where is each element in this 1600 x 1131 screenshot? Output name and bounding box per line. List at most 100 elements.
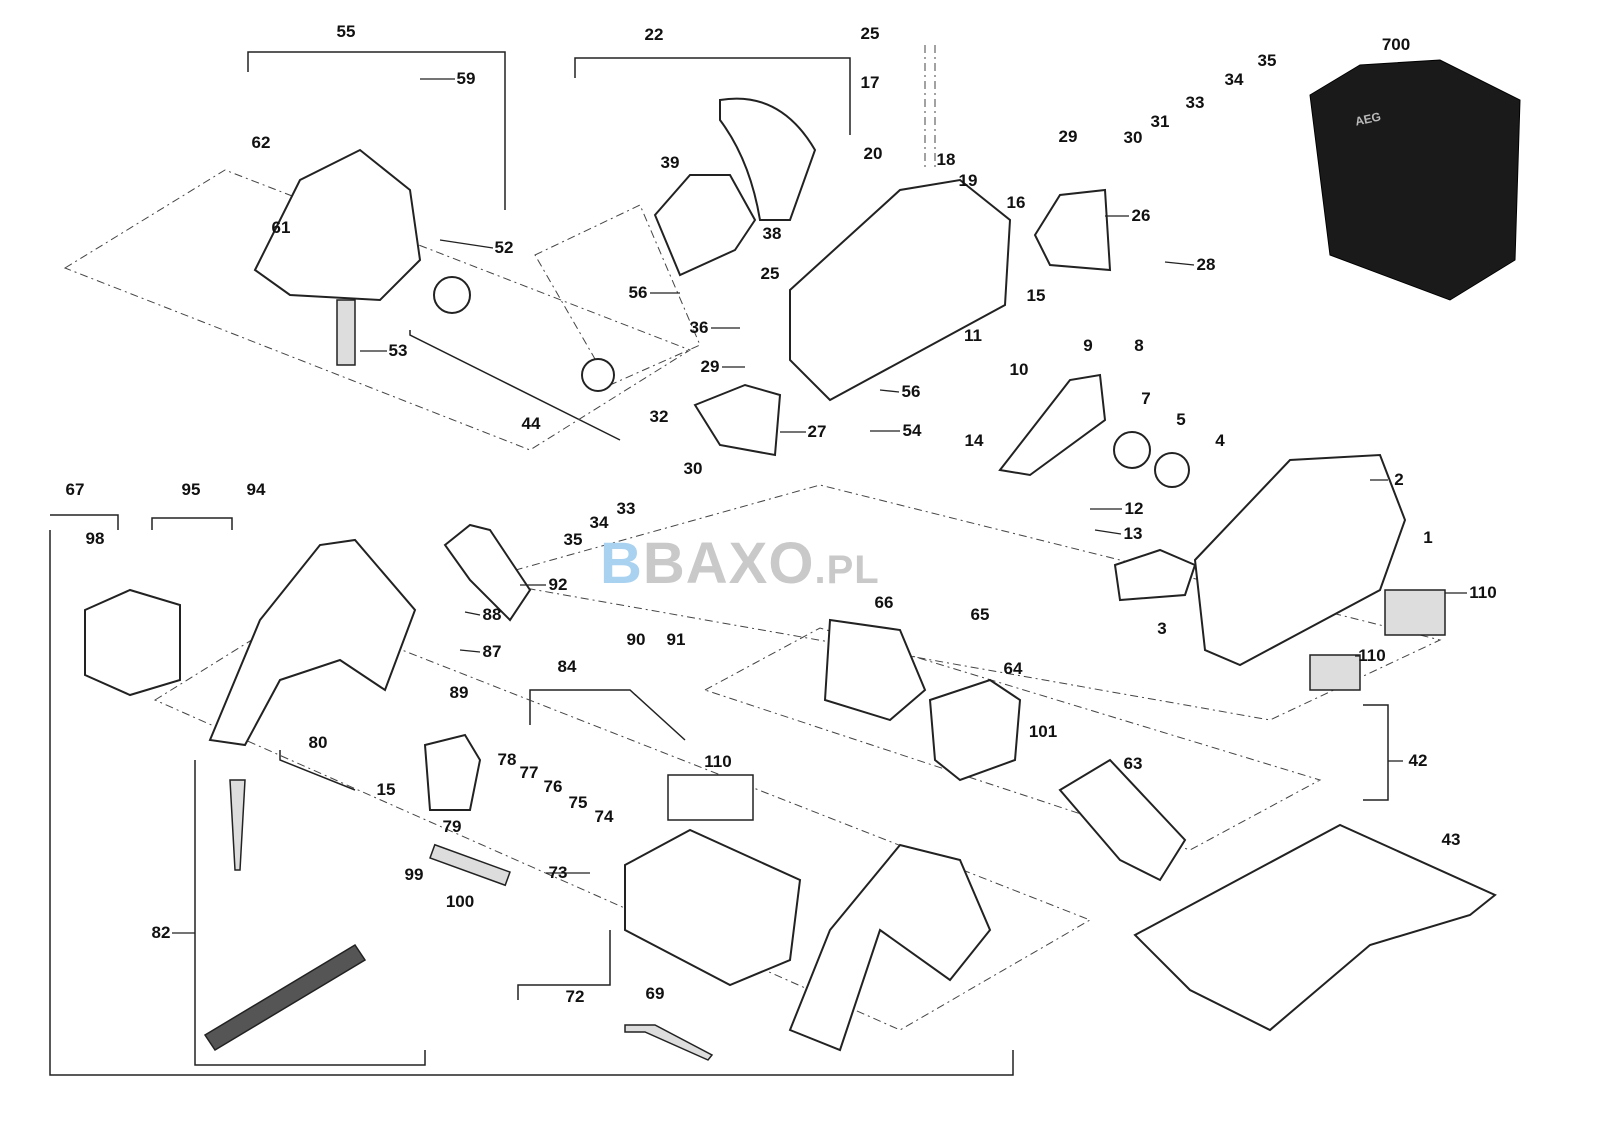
- callout-label: 76: [543, 777, 563, 796]
- part-washer-5: [1154, 452, 1190, 488]
- callout-label: 14: [964, 431, 984, 450]
- part-bearing-holder-64: [928, 678, 1022, 782]
- callout-label: 11: [964, 326, 982, 345]
- callout-label: 87: [482, 642, 502, 661]
- callout-label: 67: [65, 480, 85, 499]
- callout-label: 33: [616, 499, 636, 518]
- callout-label: 36: [689, 318, 709, 337]
- callout-label: 25: [760, 264, 780, 283]
- callout-label: 74: [594, 807, 614, 826]
- callout-label: 7: [1141, 389, 1151, 408]
- bracket-82: [194, 760, 426, 1066]
- callout-label: 77: [519, 763, 539, 782]
- callout-label: 16: [1006, 193, 1026, 212]
- callout-label: 700: [1381, 35, 1411, 54]
- callout-label: 65: [970, 605, 990, 624]
- callout-label: 88: [482, 605, 502, 624]
- callout-label: 63: [1123, 754, 1143, 773]
- dashed-assembly-guard: [534, 204, 701, 386]
- part-fan-cover-67: [84, 588, 181, 697]
- callout-label: 110: [704, 752, 732, 771]
- callout-label: 32: [649, 407, 669, 426]
- bracket-95: [151, 517, 233, 530]
- callout-label: 64: [1003, 659, 1023, 678]
- callout-label: 75: [568, 793, 588, 812]
- callout-label: 27: [807, 422, 827, 441]
- part-bearing: [581, 358, 615, 392]
- part-blade-guard-upper: [789, 178, 1012, 402]
- part-segment-22: [719, 97, 817, 221]
- callout-label: 101: [1028, 722, 1058, 741]
- watermark: BBAXO.PL: [600, 530, 880, 597]
- callout-label: 4: [1215, 431, 1225, 450]
- watermark-text: BAXO: [642, 531, 815, 596]
- watermark-logo-icon: B: [600, 531, 643, 596]
- bracket-44: [409, 330, 621, 441]
- callout-label: 1: [1423, 528, 1433, 547]
- part-base-plate-43: [1133, 823, 1497, 1032]
- callout-label: 12: [1124, 499, 1144, 518]
- part-stator-66: [823, 618, 927, 722]
- callout-label: 55: [336, 22, 356, 41]
- callout-label: 28: [1196, 255, 1216, 274]
- callout-label: 9: [1083, 336, 1093, 355]
- label-plate-110a: [1384, 589, 1446, 636]
- part-spring-53: [336, 299, 356, 366]
- callout-label: 35: [563, 530, 583, 549]
- part-motor-housing-left: [253, 148, 422, 302]
- dashed-assembly-left: [63, 169, 692, 451]
- part-base-27: [693, 383, 782, 457]
- callout-label: 110: [1469, 583, 1497, 602]
- part-adapter-3: [1113, 548, 1197, 602]
- callout-label: 35: [1257, 51, 1277, 70]
- callout-label: 91: [666, 630, 686, 649]
- part-flange-7: [1113, 431, 1151, 469]
- callout-label: 31: [1150, 112, 1170, 131]
- bracket-22: [574, 57, 851, 135]
- callout-label: 110: [1358, 646, 1386, 665]
- callout-label: 56: [901, 382, 921, 401]
- bracket-84: [529, 689, 686, 741]
- part-handle-main: [208, 538, 417, 747]
- callout-label: 18: [936, 150, 956, 169]
- callout-label: 13: [1123, 524, 1143, 543]
- callout-label: 69: [645, 984, 665, 1003]
- callout-label: 52: [494, 238, 514, 257]
- part-handle-92: [443, 523, 532, 622]
- callout-label: 98: [85, 529, 105, 548]
- part-hex-key-69: [624, 1024, 714, 1061]
- bracket-72: [517, 930, 611, 1000]
- part-gear: [433, 276, 471, 314]
- part-velcro-strip: [203, 943, 367, 1052]
- callout-label: 43: [1441, 830, 1461, 849]
- callout-label: 84: [557, 657, 577, 676]
- callout-label: 19: [958, 171, 978, 190]
- callout-label: 34: [1224, 70, 1244, 89]
- bracket-42: [1363, 704, 1389, 801]
- callout-label: 78: [497, 750, 517, 769]
- callout-label: 73: [548, 863, 568, 882]
- part-guard-2: [1193, 453, 1407, 667]
- part-guard-26: [1033, 188, 1112, 272]
- bracket-55: [247, 51, 506, 210]
- callout-label: 15: [1026, 286, 1046, 305]
- bracket-67-top: [50, 514, 119, 530]
- callout-label: 99: [404, 865, 424, 884]
- part-guard-39: [653, 174, 757, 277]
- callout-label: 29: [1058, 127, 1078, 146]
- callout-label: 62: [251, 133, 271, 152]
- label-plate-110b: [1309, 654, 1361, 691]
- callout-label: 10: [1009, 360, 1029, 379]
- callout-label: 3: [1157, 619, 1167, 638]
- callout-label: 33: [1185, 93, 1205, 112]
- part-switch-79: [423, 733, 482, 811]
- callout-label: 82: [151, 923, 171, 942]
- dashed-assembly-base: [479, 484, 1442, 721]
- callout-label: 59: [456, 69, 476, 88]
- callout-label: 20: [863, 144, 883, 163]
- callout-label: 22: [644, 25, 664, 44]
- label-plate-110c: [667, 774, 754, 821]
- callout-label: 100: [445, 892, 475, 911]
